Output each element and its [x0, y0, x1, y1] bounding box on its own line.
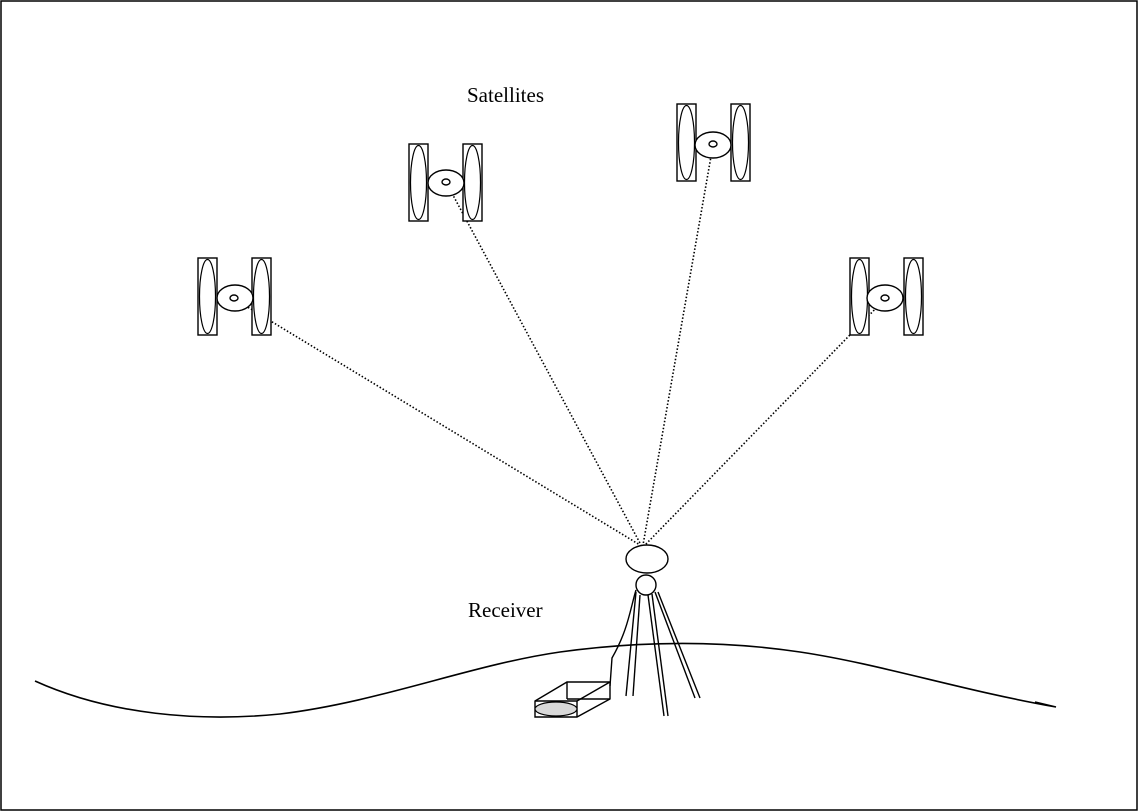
signal-line-3 — [642, 144, 714, 546]
receiver-head — [635, 574, 657, 596]
satellite-3 — [676, 103, 751, 182]
receiver-box — [534, 681, 611, 718]
receiver-antenna — [625, 544, 669, 574]
receiver-label: Receiver — [468, 598, 543, 622]
receiver-cable — [609, 589, 637, 687]
satellites-label: Satellites — [467, 83, 544, 107]
tripod — [625, 591, 701, 717]
receiver-box-disc — [534, 701, 578, 717]
receiver — [534, 544, 701, 718]
ground-line — [34, 642, 1057, 718]
signal-line-4 — [644, 299, 885, 546]
signal-line-2 — [446, 183, 642, 546]
satellite-2 — [408, 143, 483, 222]
satellite-4 — [849, 257, 924, 336]
signal-line-1 — [235, 299, 641, 546]
satellite-1 — [197, 257, 272, 336]
signal-lines — [235, 144, 885, 546]
